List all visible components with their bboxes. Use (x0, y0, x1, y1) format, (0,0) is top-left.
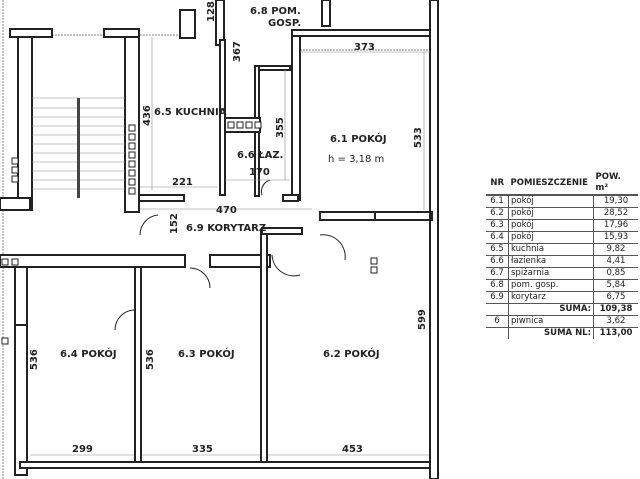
cell-area: 17,96 (593, 219, 638, 232)
room-label-6-1: 6.1 POKÓJ (330, 132, 387, 145)
dim-533: 533 (413, 127, 424, 148)
sum-label: SUMA: (508, 303, 594, 316)
cell-nr: 6.7 (486, 267, 509, 280)
cell-room: korytarz (508, 291, 594, 304)
cell-area: 9,82 (593, 243, 638, 256)
cell-area: 5,84 (593, 279, 638, 292)
room-label-6-2: 6.2 POKÓJ (323, 347, 380, 360)
dim-453: 453 (342, 444, 363, 455)
dim-299: 299 (72, 444, 93, 455)
cell-room: spiżarnia (508, 267, 594, 280)
dim-128: 128 (206, 1, 217, 22)
cell-nr: 6.4 (486, 231, 509, 244)
cell-area: 0,85 (593, 267, 638, 280)
cell-empty (486, 327, 509, 339)
sum-value: 109,38 (593, 303, 638, 316)
total-row: SUMA NL:113,00 (486, 327, 638, 339)
room-label-6-6: 6.6 ŁAZ. (237, 150, 283, 161)
dim-536-left: 536 (29, 349, 40, 370)
cell-area: 6,75 (593, 291, 638, 304)
dim-221: 221 (172, 177, 193, 188)
cell-nr: 6.6 (486, 255, 509, 268)
ventilation-shafts (1, 121, 378, 345)
ceiling-height: h = 3,18 m (328, 154, 384, 165)
dim-436: 436 (142, 105, 153, 126)
room-label-6-5: 6.5 KUCHNIA (154, 107, 227, 118)
total-label: SUMA NL: (544, 328, 591, 338)
room-label-6-3: 6.3 POKÓJ (178, 347, 235, 360)
dim-536-middle: 536 (145, 349, 156, 370)
cell-nr: 6.2 (486, 207, 509, 220)
cell-room: pom. gosp. (508, 279, 594, 292)
cell-nr: 6.1 (486, 195, 509, 208)
cell-room: pokój (508, 231, 594, 244)
room-label-6-8: 6.8 POM. (250, 6, 301, 17)
cell-area: 4,41 (593, 255, 638, 268)
room-label-6-8-cont: GOSP. (268, 18, 301, 29)
total-value: 113,00 (593, 327, 638, 339)
dim-355: 355 (275, 117, 286, 138)
dimension-lines (30, 37, 430, 456)
table-header: NR POMIESZCZENIE POW. m² (486, 172, 638, 196)
room-label-6-4: 6.4 POKÓJ (60, 347, 117, 360)
header-nr: NR (486, 172, 509, 196)
doors (114, 179, 346, 331)
dim-373: 373 (354, 42, 375, 53)
walls (0, 0, 439, 479)
cell-room: łazienka (508, 255, 594, 268)
cell-nr: 6.9 (486, 291, 509, 304)
sum-row: SUMA:109,38 (486, 303, 638, 316)
cell-area: 19,30 (593, 195, 638, 208)
cell-empty (486, 303, 509, 316)
header-room: POMIESZCZENIE (508, 172, 594, 196)
cell-room: kuchnia (508, 243, 594, 256)
cell-room: pokój (508, 219, 594, 232)
dim-599: 599 (417, 309, 428, 330)
cell-room: pokój (508, 195, 594, 208)
header-area: POW. m² (593, 172, 638, 196)
dim-170: 170 (249, 167, 270, 178)
dim-152: 152 (169, 213, 180, 234)
staircase (32, 97, 125, 198)
cell-room: pokój (508, 207, 594, 220)
cell-nr: 6.8 (486, 279, 509, 292)
dim-470: 470 (216, 205, 237, 216)
dim-335: 335 (192, 444, 213, 455)
cell-area: 15,93 (593, 231, 638, 244)
cell-room: piwnica (508, 315, 594, 328)
cell-area: 3,62 (593, 315, 638, 328)
room-label-6-9: 6.9 KORYTARZ (186, 223, 266, 234)
cell-nr: 6.3 (486, 219, 509, 232)
dim-367: 367 (232, 41, 243, 62)
cell-area: 28,52 (593, 207, 638, 220)
cell-nr: 6.5 (486, 243, 509, 256)
cell-nr: 6 (486, 315, 509, 328)
